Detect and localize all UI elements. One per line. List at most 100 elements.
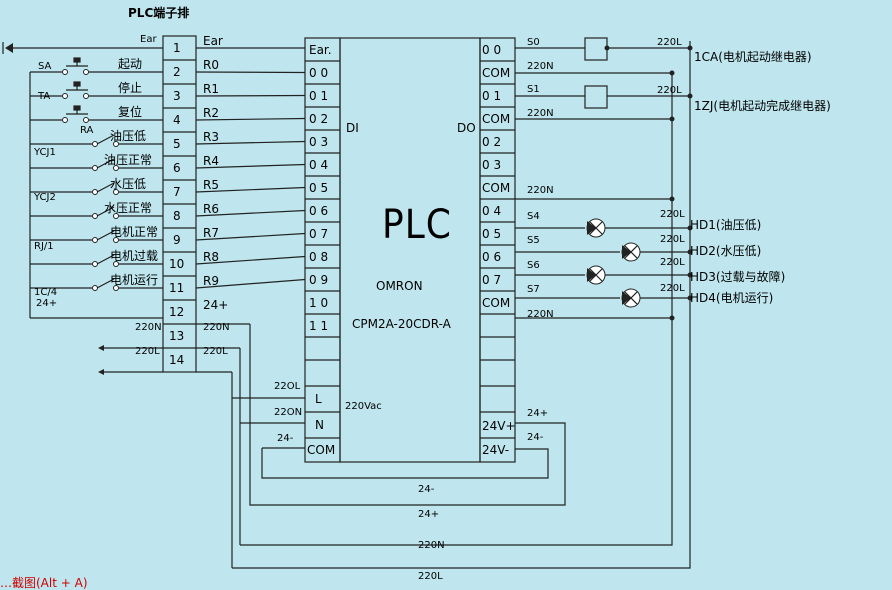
plc-input-label: 0 8: [309, 249, 329, 264]
device-ycj1: YCJ1: [34, 147, 56, 158]
plc-output-label: COM: [482, 111, 511, 126]
terminal-left-label: 起动: [118, 57, 143, 71]
wire-label: 220N: [418, 540, 445, 551]
switch-blade-icon: [96, 278, 115, 289]
plc-output-label: 0 6: [482, 249, 502, 264]
wire-label: S7: [527, 284, 540, 295]
wire-label: 220L: [660, 283, 685, 294]
terminal-number: 6: [173, 161, 181, 175]
wire-label: 220L: [660, 257, 685, 268]
terminal-number: 5: [173, 137, 181, 151]
device-ycj2: YCJ2: [34, 192, 56, 203]
plc-output-label: COM: [482, 65, 511, 80]
switch-blade-icon: [96, 206, 115, 217]
terminal-right-label: R6: [203, 202, 219, 216]
terminal-right-label: R0: [203, 58, 219, 72]
plc-di-label: DI: [346, 121, 359, 135]
wire-input: [195, 209, 306, 217]
wire-label: S1: [527, 84, 540, 95]
device-ra: RA: [80, 125, 94, 136]
wire-input: [195, 71, 306, 74]
arrow-220l-icon: [98, 369, 104, 375]
plc-do-label: DO: [457, 121, 476, 135]
wire-label: 220N: [527, 108, 554, 119]
terminal-left-label: 220N: [135, 322, 162, 333]
switch-blade-icon: [96, 230, 115, 241]
wire-label: S5: [527, 235, 540, 246]
terminal-number: 14: [169, 353, 185, 367]
node-dot: [687, 45, 693, 51]
switch-contact-icon: [113, 261, 119, 267]
terminal-left-label: 停止: [118, 81, 143, 95]
lamp-half-icon: [622, 291, 631, 305]
switch-contact-icon: [62, 93, 68, 99]
wire-label: 24+: [527, 408, 549, 419]
pushbutton-icon: [73, 57, 81, 63]
plc-output-label: COM: [482, 295, 511, 310]
relay-label-1zj: 1ZJ(电机起动完成继电器): [694, 99, 831, 113]
switch-contact-icon: [113, 165, 119, 171]
terminal-number: 10: [169, 257, 185, 271]
device-1c4: 1C/4: [34, 287, 58, 298]
terminal-right-label: R7: [203, 226, 219, 240]
switch-blade-icon: [96, 158, 115, 169]
switch-contact-icon: [83, 93, 89, 99]
terminal-right-label: R8: [203, 250, 219, 264]
switch-contact-icon: [83, 69, 89, 75]
wire-input: [195, 140, 306, 145]
device-ta: TA: [38, 91, 51, 102]
wire-label: 24-: [277, 433, 294, 444]
terminal-number: 3: [173, 89, 181, 103]
plc-input-label: COM: [307, 443, 336, 457]
plc-output-label: 0 1: [482, 88, 502, 103]
device-sa: SA: [38, 61, 52, 72]
terminal-left-label: 复位: [118, 105, 143, 119]
node-dot: [604, 45, 610, 51]
plc-brand: PLC: [382, 202, 452, 248]
plc-model: CPM2A-20CDR-A: [352, 317, 451, 331]
wire-label: 24-: [527, 432, 544, 443]
plc-input-label: 0 1: [309, 88, 329, 103]
terminal-left-label: 电机运行: [110, 273, 159, 287]
plc-input-label: 0 7: [309, 226, 329, 241]
switch-contact-icon: [62, 69, 68, 75]
node-dot: [687, 249, 693, 255]
plc-output-label: 0 3: [482, 157, 502, 172]
plc-output-column: [479, 37, 516, 463]
switch-contact-icon: [113, 189, 119, 195]
plc-output-label: 0 0: [482, 42, 502, 57]
plc-input-label: 1 1: [309, 318, 329, 333]
wire-input: [195, 255, 306, 265]
relay-label-1ca: 1CA(电机起动继电器): [694, 50, 812, 64]
node-dot: [687, 93, 693, 99]
terminal-right-label: R5: [203, 178, 219, 192]
terminal-number: 9: [173, 233, 181, 247]
terminal-right-label: 24+: [203, 298, 229, 312]
pushbutton-icon: [73, 81, 81, 87]
wire-label: 22OL: [274, 381, 301, 392]
switch-contact-icon: [92, 165, 98, 171]
node-dot: [687, 225, 693, 231]
wire-label: 220L: [660, 209, 685, 220]
lamp-half-icon: [587, 221, 596, 235]
terminal-right-label: R2: [203, 106, 219, 120]
plc-input-label: Ear.: [309, 42, 332, 57]
wire-24plus-loop: [249, 422, 566, 506]
plc-output-label: 0 2: [482, 134, 502, 149]
plc-output-label: 0 4: [482, 203, 502, 218]
node-dot: [669, 315, 675, 321]
switch-contact-icon: [92, 141, 98, 147]
wire-input: [195, 117, 306, 121]
terminal-right-label: R1: [203, 82, 219, 96]
switch-blade-icon: [96, 182, 115, 193]
wire-label: 220N: [527, 185, 554, 196]
plc-input-label: N: [315, 418, 324, 432]
switch-contact-icon: [113, 213, 119, 219]
terminal-left-label: 电机正常: [110, 225, 159, 239]
ground-arrow-icon: [5, 43, 13, 53]
plc-input-label: L: [315, 392, 322, 406]
switch-contact-icon: [92, 189, 98, 195]
node-dot: [669, 116, 675, 122]
